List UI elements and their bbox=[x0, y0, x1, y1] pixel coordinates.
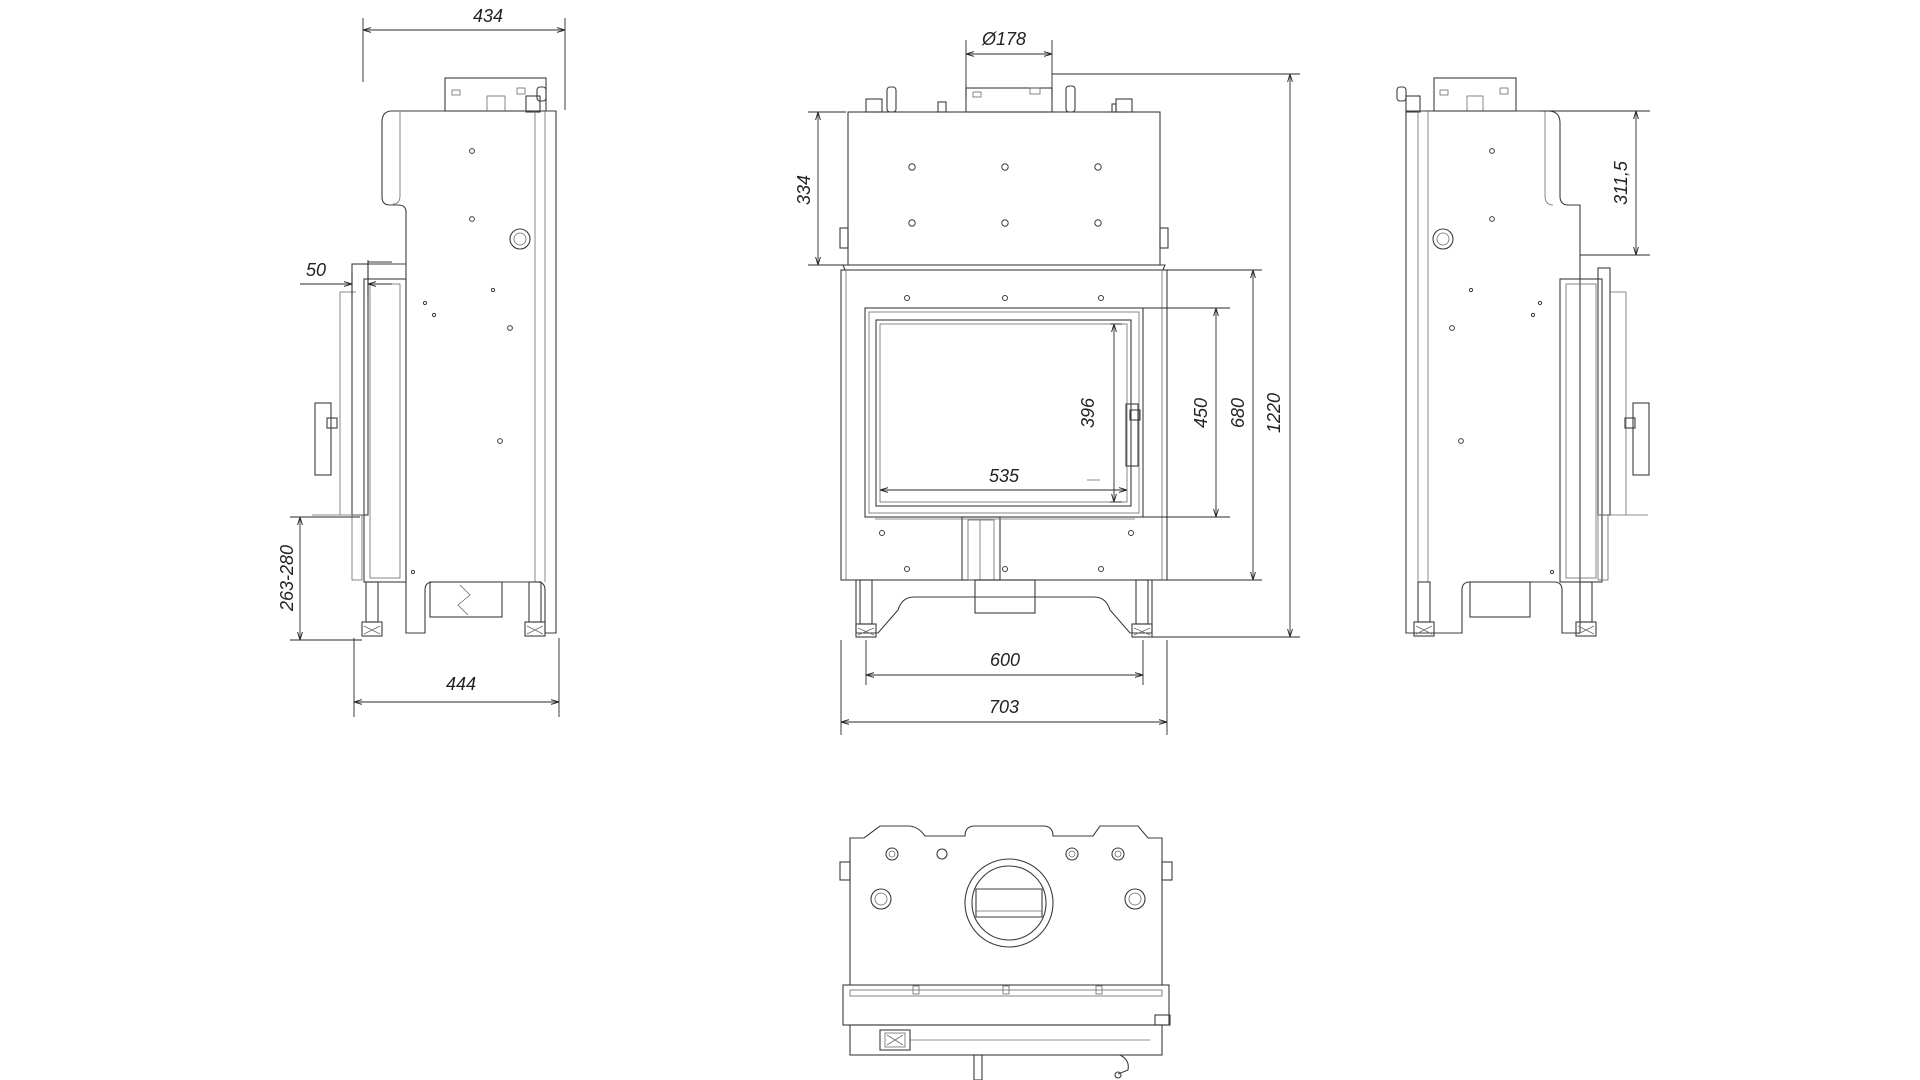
dimension-450: 450 bbox=[1143, 307, 1230, 518]
right-side-view bbox=[1396, 77, 1650, 637]
dimension-444: 444 bbox=[353, 638, 560, 717]
top-view bbox=[839, 825, 1173, 1080]
dim-535-label: 535 bbox=[989, 466, 1020, 486]
dim-680-label: 680 bbox=[1228, 398, 1248, 428]
dimension-680: 680 bbox=[1167, 269, 1262, 581]
dim-434-label: 434 bbox=[473, 6, 503, 26]
dim-396-label: 396 bbox=[1078, 397, 1098, 428]
front-view bbox=[839, 85, 1169, 638]
dim-703-label: 703 bbox=[989, 697, 1019, 717]
dim-444-label: 444 bbox=[446, 674, 476, 694]
dimension-50: 50 bbox=[300, 260, 392, 300]
dimension-flue: Ø178 bbox=[965, 29, 1053, 98]
dimension-311-5: 311,5 bbox=[1540, 110, 1650, 256]
dim-50-label: 50 bbox=[306, 260, 326, 280]
dimension-600: 600 bbox=[865, 640, 1144, 685]
dim-600-label: 600 bbox=[990, 650, 1020, 670]
dimension-334: 334 bbox=[794, 111, 846, 266]
dimension-703: 703 bbox=[840, 640, 1168, 735]
dimension-535: 535 bbox=[880, 466, 1127, 490]
dim-450-label: 450 bbox=[1191, 398, 1211, 428]
dim-1220-label: 1220 bbox=[1264, 393, 1284, 433]
dim-334-label: 334 bbox=[794, 175, 814, 205]
dimension-263-280: 263-280 bbox=[277, 516, 362, 641]
left-side-view bbox=[312, 77, 557, 637]
dimension-396: 396 bbox=[1078, 323, 1122, 503]
dimension-434: 434 bbox=[362, 6, 566, 110]
dimension-1220: 1220 bbox=[1052, 73, 1300, 638]
dim-263-280-label: 263-280 bbox=[277, 545, 297, 612]
dim-flue-label: Ø178 bbox=[981, 29, 1026, 49]
dim-311-5-label: 311,5 bbox=[1611, 160, 1631, 205]
